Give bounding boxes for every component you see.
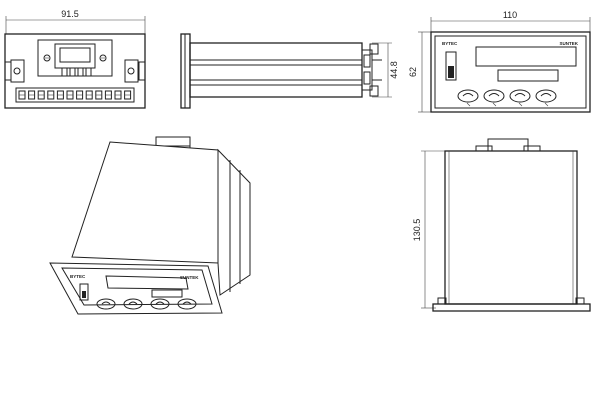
front-model: SUNTEK [559,41,578,46]
terminal [66,90,74,100]
iso-model: SUNTEK [180,275,199,280]
top-rear-view: 91.5 [4,9,146,109]
front-key-button [509,89,531,107]
iso-key-button [177,298,197,310]
terminal [85,90,93,100]
iso-key-button [150,298,170,310]
dim-side-depth: 44.8 [389,61,399,79]
terminal [56,90,64,100]
terminal-strip [18,90,132,100]
terminal [18,90,26,100]
bottom-view: 130.5 [412,138,591,312]
front-button-row [457,89,557,107]
terminal [114,90,122,100]
dim-front-width: 110 [503,10,517,20]
iso-key-button [96,298,116,310]
terminal [28,90,36,100]
front-brand: BYTEC [442,41,458,46]
front-key-button [457,89,479,107]
iso-button-row [96,298,197,310]
terminal [124,90,132,100]
side-view: 44.8 [180,33,399,109]
terminal [104,90,112,100]
iso-key-button [123,298,143,310]
front-key-button [483,89,505,107]
dim-front-height: 62 [408,67,418,77]
terminal [47,90,55,100]
front-key-button [535,89,557,107]
iso-brand: BYTEC [70,274,86,279]
dim-bottom-length: 130.5 [412,219,422,242]
isometric-view: BYTEC SUNTEK [49,136,251,315]
terminal [37,90,45,100]
terminal [95,90,103,100]
dim-top-width: 91.5 [61,9,79,19]
terminal [76,90,84,100]
front-view: 110 62 BYTEC SUNTEK [408,10,591,113]
